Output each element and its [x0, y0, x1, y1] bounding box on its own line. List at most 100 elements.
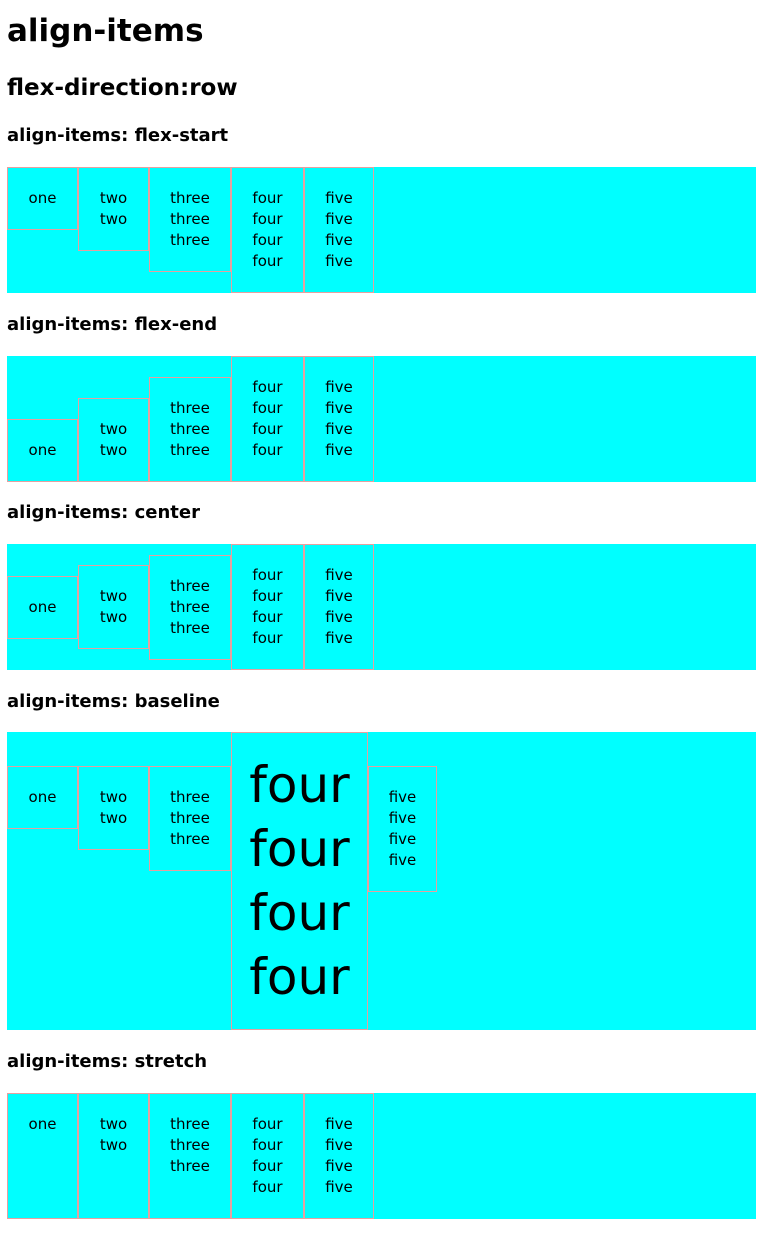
item-line: five: [325, 1136, 353, 1154]
section-heading-flex-start: align-items: flex-start: [7, 125, 229, 146]
flex-container-flex-end: one two two three three three four four …: [7, 356, 756, 482]
flex-item-one: one: [7, 1093, 78, 1219]
item-line: four: [249, 948, 350, 1006]
item-line: three: [170, 809, 210, 827]
item-line: three: [170, 1157, 210, 1175]
item-line: five: [388, 809, 417, 827]
item-line: four: [252, 1136, 283, 1154]
item-line: one: [28, 788, 57, 806]
item-line: five: [325, 1157, 353, 1175]
flex-item-five: five five five five: [304, 167, 374, 293]
item-line: three: [170, 231, 210, 249]
item-line: two: [99, 1136, 128, 1154]
item-line: four: [249, 820, 350, 878]
flex-item-three: three three three: [149, 1093, 231, 1219]
section-heading-stretch: align-items: stretch: [7, 1051, 208, 1072]
flex-item-five: five five five five: [368, 766, 437, 892]
item-line: five: [325, 378, 353, 396]
flex-item-three: three three three: [149, 167, 231, 272]
flex-item-two: two two: [78, 766, 149, 850]
page-subtitle: flex-direction:row: [7, 75, 238, 101]
flex-item-three: three three three: [149, 377, 231, 482]
item-line: two: [99, 608, 128, 626]
item-line: five: [388, 830, 417, 848]
item-line: two: [99, 788, 128, 806]
item-line: four: [252, 378, 283, 396]
item-line: two: [99, 420, 128, 438]
item-line: five: [325, 1178, 353, 1196]
item-line: four: [249, 756, 350, 814]
item-line: five: [325, 629, 353, 647]
item-line: four: [252, 608, 283, 626]
item-line: one: [28, 189, 57, 207]
flex-item-four: four four four four: [231, 544, 304, 670]
item-line: two: [99, 587, 128, 605]
flex-container-flex-start: one two two three three three four four …: [7, 167, 756, 293]
item-line: three: [170, 1136, 210, 1154]
item-line: three: [170, 420, 210, 438]
item-line: five: [325, 1115, 353, 1133]
flex-item-two: two two: [78, 1093, 149, 1219]
item-line: two: [99, 189, 128, 207]
flex-item-one: one: [7, 575, 78, 639]
item-line: four: [252, 231, 283, 249]
section-heading-flex-end: align-items: flex-end: [7, 314, 218, 335]
page-title: align-items: [7, 13, 204, 49]
item-line: five: [325, 189, 353, 207]
section-heading-baseline: align-items: baseline: [7, 691, 220, 712]
item-line: four: [252, 210, 283, 228]
flex-container-baseline: one two two three three three four four …: [7, 732, 756, 1030]
item-line: two: [99, 809, 128, 827]
flex-container-center: one two two three three three four four …: [7, 544, 756, 670]
item-line: four: [252, 399, 283, 417]
item-line: five: [325, 252, 353, 270]
flex-item-two: two two: [78, 565, 149, 649]
item-line: five: [325, 587, 353, 605]
section-heading-center: align-items: center: [7, 502, 200, 523]
item-line: three: [170, 576, 210, 595]
item-line: three: [170, 441, 210, 459]
item-line: one: [28, 1115, 57, 1133]
item-line: four: [252, 1178, 283, 1196]
flex-container-stretch: one two two three three three four four …: [7, 1093, 756, 1219]
flex-item-three: three three three: [149, 766, 231, 871]
flex-item-two: two two: [78, 167, 149, 251]
item-line: three: [170, 1115, 210, 1133]
item-line: one: [28, 597, 57, 616]
item-line: four: [252, 629, 283, 647]
item-line: four: [252, 420, 283, 438]
item-line: three: [170, 618, 210, 637]
flex-item-four: four four four four: [231, 1093, 304, 1219]
item-line: four: [252, 587, 283, 605]
item-line: five: [325, 231, 353, 249]
item-line: three: [170, 189, 210, 207]
item-line: two: [99, 441, 128, 459]
flex-item-one: one: [7, 766, 78, 829]
item-line: four: [252, 441, 283, 459]
item-line: five: [325, 210, 353, 228]
flex-item-four: four four four four: [231, 356, 304, 482]
item-line: three: [170, 788, 210, 806]
flex-item-five: five five five five: [304, 1093, 374, 1219]
item-line: five: [325, 608, 353, 626]
item-line: two: [99, 210, 128, 228]
item-line: five: [388, 851, 417, 869]
item-line: four: [252, 1157, 283, 1175]
item-line: four: [252, 189, 283, 207]
flex-item-five: five five five five: [304, 544, 374, 670]
item-line: four: [252, 566, 283, 584]
item-line: four: [252, 252, 283, 270]
item-line: five: [325, 566, 353, 584]
flex-item-four-large: four four four four: [231, 732, 368, 1030]
flex-item-three: three three three: [149, 554, 231, 660]
item-line: five: [325, 399, 353, 417]
item-line: three: [170, 597, 210, 616]
item-line: five: [325, 441, 353, 459]
flex-item-one: one: [7, 167, 78, 230]
flex-item-one: one: [7, 419, 78, 482]
item-line: three: [170, 830, 210, 848]
item-line: one: [28, 441, 57, 459]
item-line: two: [99, 1115, 128, 1133]
item-line: four: [249, 884, 350, 942]
item-line: five: [388, 788, 417, 806]
